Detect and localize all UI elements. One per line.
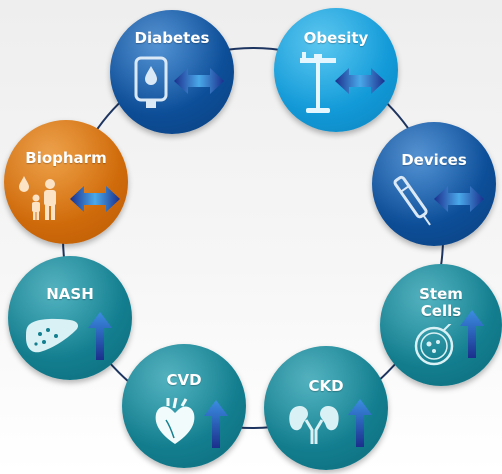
heart-icon — [155, 397, 195, 444]
node-label: Diabetes — [134, 29, 210, 47]
insulin-pen-icon — [393, 175, 431, 226]
node-label: CVD — [166, 371, 202, 389]
petri-dish-icon — [414, 324, 454, 366]
glucose-meter-icon — [134, 56, 168, 108]
node-obesity: Obesity — [274, 8, 398, 132]
up-arrow-icon — [460, 310, 484, 358]
node-label: Stem Cells — [380, 286, 502, 320]
node-diabetes: Diabetes — [110, 10, 234, 134]
node-stem-cells: Stem Cells — [380, 264, 502, 386]
node-cvd: CVD — [122, 344, 246, 468]
node-label: CKD — [308, 377, 344, 395]
node-label: NASH — [46, 285, 94, 303]
up-arrow-icon — [204, 400, 228, 448]
bidirectional-arrow-icon — [174, 68, 224, 94]
bidirectional-arrow-icon — [335, 68, 385, 94]
up-arrow-icon — [88, 312, 112, 360]
node-label: Biopharm — [25, 149, 107, 167]
node-ckd: CKD — [264, 346, 388, 470]
up-arrow-icon — [348, 399, 372, 447]
node-devices: Devices — [372, 122, 496, 246]
node-label: Obesity — [303, 29, 369, 47]
liver-icon — [26, 318, 78, 353]
node-nash: NASH — [8, 256, 132, 380]
bidirectional-arrow-icon — [70, 186, 120, 212]
family-drop-icon — [19, 176, 56, 220]
label-line: Cells — [420, 302, 462, 320]
scale-icon — [300, 52, 336, 113]
bidirectional-arrow-icon — [434, 186, 484, 212]
node-label: Devices — [401, 151, 467, 169]
kidney-icon — [289, 406, 339, 444]
label-line: Stem — [419, 285, 463, 303]
node-biopharm: Biopharm — [4, 120, 128, 244]
